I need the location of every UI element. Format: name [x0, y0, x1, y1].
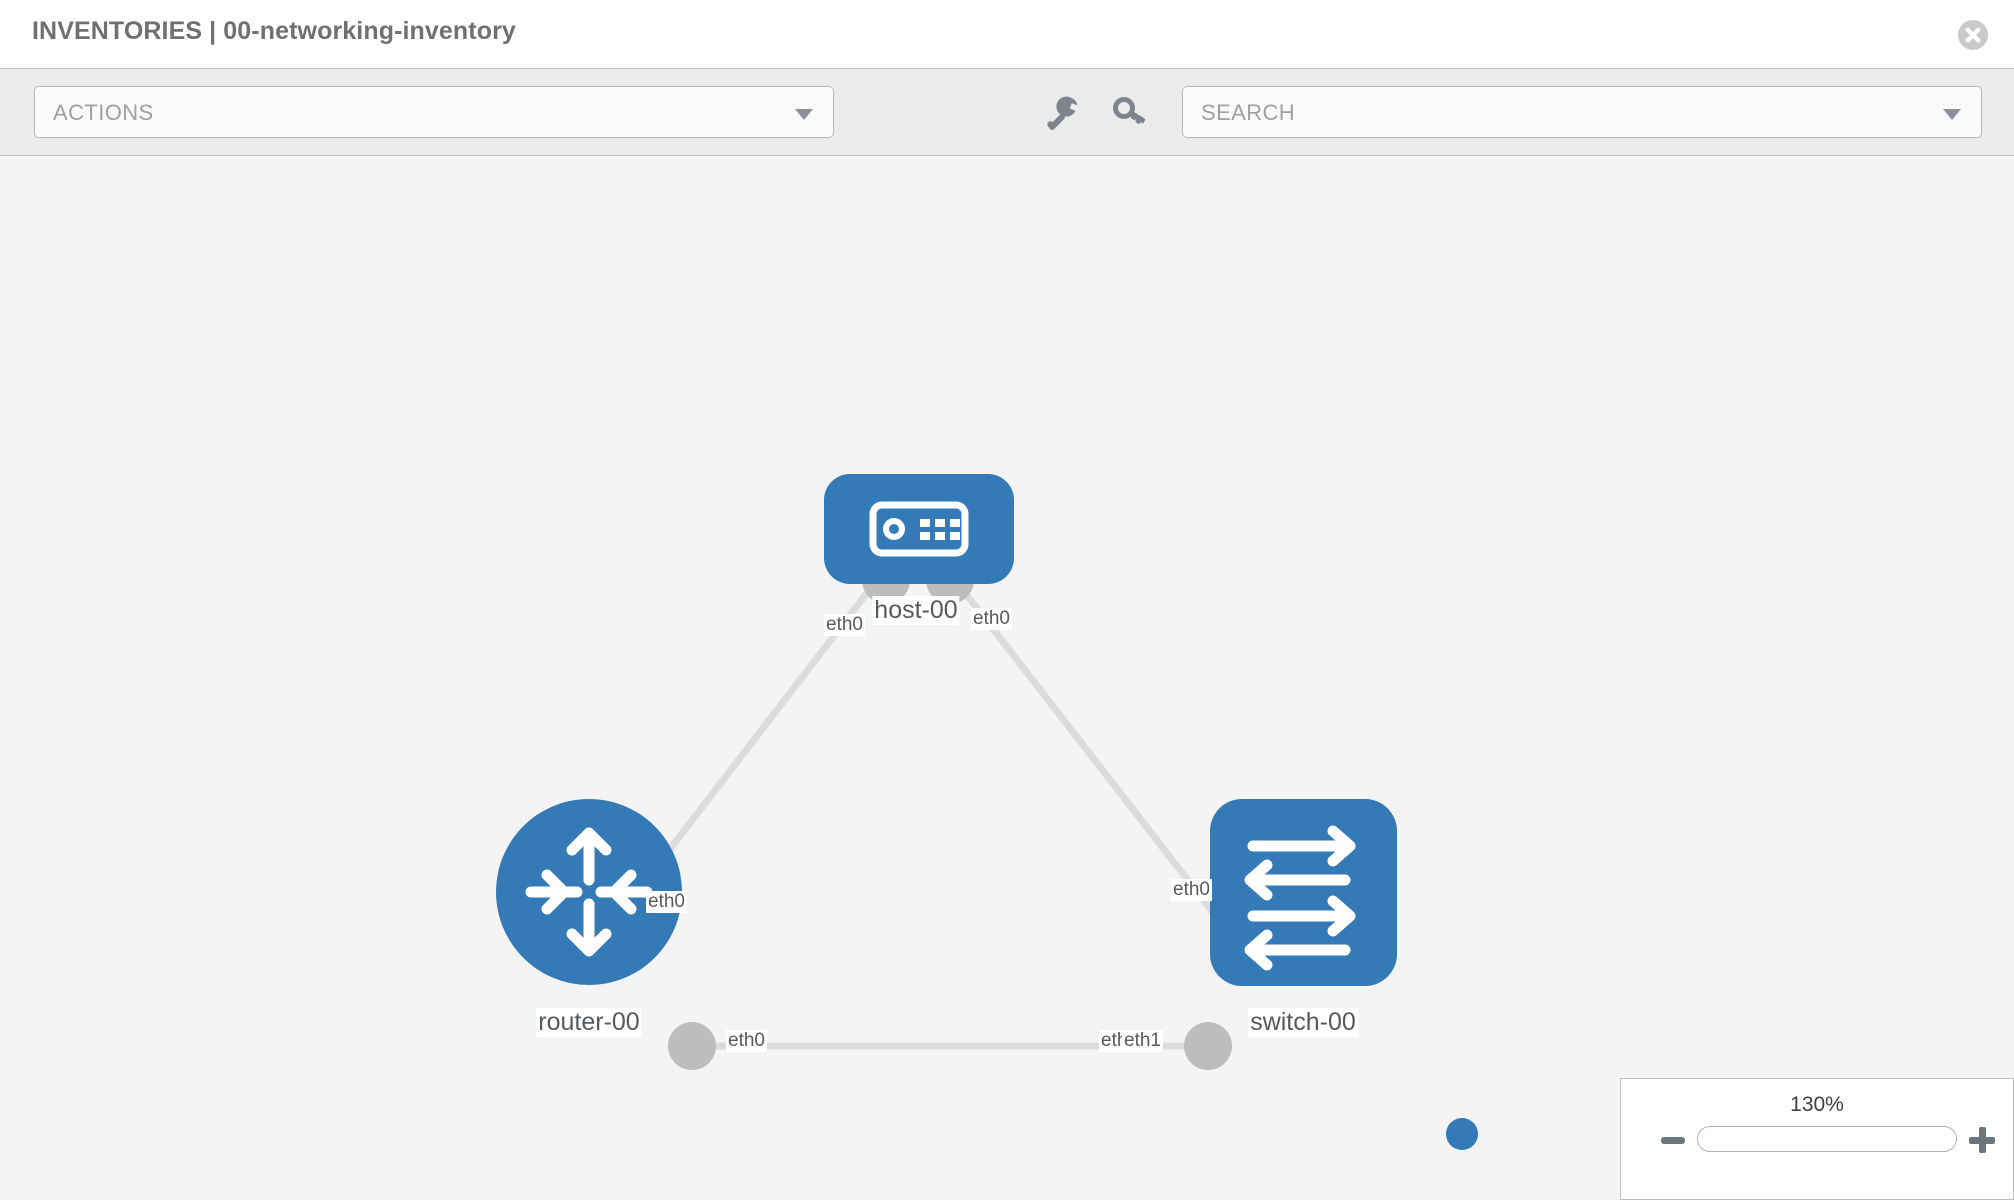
zoom-slider-handle[interactable]: [1446, 1118, 1478, 1150]
server-icon: [869, 501, 969, 557]
port-switch00-left[interactable]: [1184, 1022, 1232, 1070]
page-header: INVENTORIES | 00-networking-inventory: [0, 0, 2014, 68]
zoom-slider-track[interactable]: [1697, 1126, 1957, 1152]
actions-dropdown-label: ACTIONS: [53, 100, 154, 125]
router-icon: [525, 827, 653, 957]
node-label-host-00: host-00: [872, 596, 960, 625]
toolbar: ACTIONS SEARCH: [0, 68, 2014, 156]
zoom-level-value: 130%: [1790, 1093, 1844, 1116]
topology-canvas[interactable]: host-00 router-00 switch-00 eth0 eth0 et…: [0, 156, 2014, 1200]
wrench-icon[interactable]: [1042, 93, 1082, 133]
topology-ports: [668, 556, 1262, 1070]
node-label-router-00: router-00: [536, 1008, 642, 1037]
actions-dropdown[interactable]: ACTIONS: [34, 86, 834, 138]
node-host-00[interactable]: [824, 474, 1014, 584]
zoom-in-button[interactable]: [1969, 1127, 1995, 1153]
search-input[interactable]: SEARCH: [1182, 86, 1982, 138]
close-icon[interactable]: [1958, 20, 1988, 50]
iface-label-host00-left: eth0: [824, 614, 865, 636]
node-label-switch-00: switch-00: [1248, 1008, 1358, 1037]
iface-label-router00-right: eth0: [726, 1030, 767, 1052]
topology-graph: [496, 474, 1397, 1070]
chevron-down-icon[interactable]: [1943, 109, 1961, 120]
chevron-down-icon: [795, 109, 813, 120]
node-router-00[interactable]: [496, 799, 682, 985]
switch-icon: [1244, 825, 1356, 971]
zoom-control-panel: 130%: [1620, 1078, 2014, 1200]
port-router00-right[interactable]: [668, 1022, 716, 1070]
zoom-out-button[interactable]: [1661, 1137, 1685, 1144]
page-title: INVENTORIES | 00-networking-inventory: [32, 17, 516, 45]
iface-label-switch00-left-under: eth: [1099, 1030, 1130, 1052]
search-placeholder: SEARCH: [1201, 100, 1296, 125]
iface-label-host00-right: eth0: [971, 608, 1012, 630]
key-icon[interactable]: [1110, 93, 1150, 133]
topology-links: [627, 573, 1238, 1050]
iface-label-switch00-left: eth1: [1122, 1030, 1163, 1052]
iface-label-switch00-up: eth0: [1171, 879, 1212, 901]
iface-label-router00-up: eth0: [646, 891, 687, 913]
node-switch-00[interactable]: [1210, 799, 1397, 986]
